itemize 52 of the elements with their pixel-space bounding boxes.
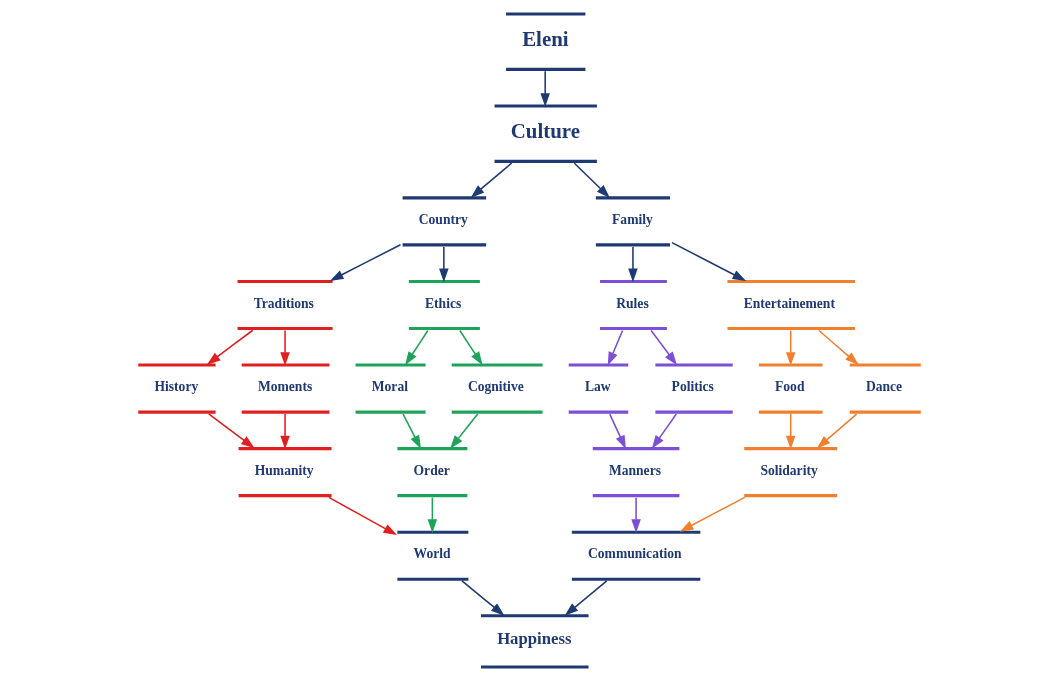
arrow — [573, 162, 610, 198]
node-text: Law — [584, 379, 611, 395]
node-text: Humanity — [254, 462, 314, 478]
arrow — [650, 329, 677, 366]
arrow — [206, 329, 254, 365]
arrow — [280, 329, 290, 366]
node-text: Politics — [671, 379, 714, 395]
arrow — [280, 413, 290, 450]
arrow — [679, 496, 746, 532]
arrow — [785, 413, 796, 450]
arrow — [328, 496, 398, 536]
arrow — [402, 413, 422, 450]
arrow — [651, 413, 678, 449]
arrow — [816, 413, 858, 449]
arrow — [628, 246, 638, 283]
node-text: Communication — [588, 546, 682, 562]
node-text: Solidarity — [760, 462, 818, 478]
arrow — [671, 241, 747, 281]
arrow — [439, 246, 449, 283]
arrow — [540, 70, 550, 107]
arrow — [427, 496, 438, 533]
arrow — [564, 580, 608, 616]
arrow — [631, 496, 641, 533]
node-text: Order — [413, 462, 450, 478]
node-text: Country — [418, 211, 468, 227]
arrow — [405, 329, 429, 366]
node-text: Family — [612, 211, 653, 227]
arrow — [818, 329, 859, 365]
arrow — [470, 162, 513, 198]
node-text: Moments — [257, 379, 313, 395]
node-text: Traditions — [253, 295, 314, 311]
node-text: Dance — [865, 379, 903, 395]
arrow — [785, 329, 796, 366]
node-text: Moral — [371, 379, 408, 395]
node-text: Manners — [608, 462, 661, 478]
arrow — [207, 413, 255, 449]
node-text: Entertainement — [743, 295, 835, 311]
arrow — [450, 413, 479, 449]
arrow — [459, 329, 483, 366]
arrow — [461, 580, 505, 616]
node-text: Eleni — [522, 26, 569, 51]
node-text: Rules — [616, 295, 649, 311]
node-text: World — [413, 546, 451, 562]
node-text: Happiness — [497, 629, 572, 649]
node-text: History — [154, 379, 199, 395]
arrow — [608, 413, 626, 450]
arrow — [607, 329, 624, 366]
node-text: Ethics — [425, 295, 462, 311]
node-text: Food — [775, 379, 805, 395]
node-text: Culture — [510, 118, 580, 143]
arrow — [329, 243, 402, 281]
node-text: Cognitive — [467, 379, 524, 395]
